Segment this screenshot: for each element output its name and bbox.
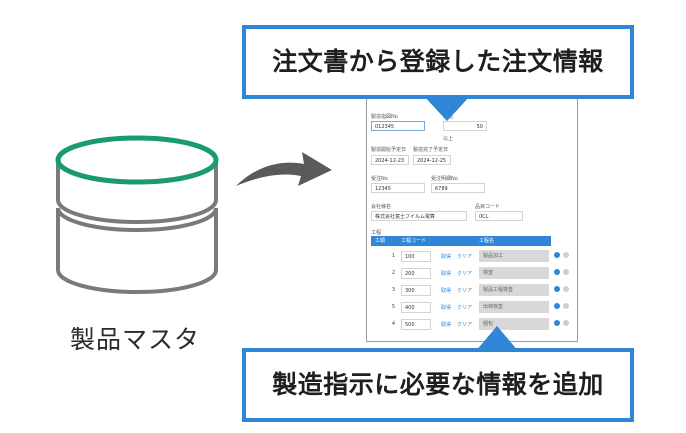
manufacture-qty-input[interactable]: 50 — [443, 121, 487, 131]
order-no-input[interactable]: 12345 — [371, 183, 425, 193]
callout-bottom-pointer — [475, 326, 519, 352]
add-row-icon[interactable] — [554, 269, 560, 275]
process-row: 5 400 取得 クリア 出荷検査 — [371, 301, 571, 315]
start-date-input[interactable]: 2024-12-23 — [371, 155, 409, 165]
row-name: 検査 — [479, 267, 549, 279]
callout-top-pointer — [423, 95, 471, 121]
process-row: 4 500 取得 クリア 梱包 — [371, 318, 571, 332]
row-no: 5 — [391, 304, 395, 310]
end-date-input[interactable]: 2024-12-25 — [413, 155, 451, 165]
row-code-input[interactable]: 300 — [401, 285, 431, 296]
callout-bottom: 製造指示に必要な情報を追加 — [242, 348, 634, 422]
add-row-icon[interactable] — [554, 286, 560, 292]
order-detail-no-input[interactable]: 6789 — [431, 183, 485, 193]
row-select-link[interactable]: 取得 — [441, 305, 452, 311]
row-name: 出荷検査 — [479, 301, 549, 313]
row-clear-link[interactable]: クリア — [457, 305, 473, 311]
process-table-header: 工順 工程コード 工程名 — [371, 236, 551, 246]
row-no: 3 — [391, 287, 395, 293]
remove-row-icon[interactable] — [563, 320, 569, 326]
header-name: 工程名 — [479, 238, 495, 244]
row-no: 4 — [391, 321, 395, 327]
process-row: 3 300 取得 クリア 製品工程検査 — [371, 284, 571, 298]
row-select-link[interactable]: 取得 — [441, 254, 452, 260]
row-code-input[interactable]: 200 — [401, 268, 431, 279]
order-form: 製造指図No 012345 製造 50 以上 製造開始予定日 2024-12-2… — [366, 98, 578, 342]
process-title: 工程 — [371, 230, 382, 236]
add-row-icon[interactable] — [554, 303, 560, 309]
customer-label: 会社様名 — [371, 204, 392, 210]
row-select-link[interactable]: 取得 — [441, 271, 452, 277]
remove-row-icon[interactable] — [563, 286, 569, 292]
row-name: 製品工程検査 — [479, 284, 549, 296]
row-code-input[interactable]: 400 — [401, 302, 431, 313]
curved-arrow-icon — [236, 152, 332, 186]
row-clear-link[interactable]: クリア — [457, 254, 473, 260]
row-name: 製品加工 — [479, 250, 549, 262]
row-clear-link[interactable]: クリア — [457, 271, 473, 277]
start-date-label: 製造開始予定日 — [371, 147, 407, 153]
product-code-input[interactable]: 0CL — [475, 211, 523, 221]
database-icon — [55, 135, 219, 294]
row-code-input[interactable]: 500 — [401, 319, 431, 330]
manufacture-no-label: 製造指図No — [371, 114, 398, 120]
row-code-input[interactable]: 100 — [401, 251, 431, 262]
row-clear-link[interactable]: クリア — [457, 322, 473, 328]
header-code: 工程コード — [401, 238, 427, 244]
add-row-icon[interactable] — [554, 252, 560, 258]
row-no: 1 — [391, 253, 395, 259]
order-no-label: 受注No — [371, 176, 388, 182]
callout-top: 注文書から登録した注文情報 — [242, 25, 634, 99]
process-row: 1 100 取得 クリア 製品加工 — [371, 250, 571, 264]
end-date-label: 製造完了予定日 — [413, 147, 449, 153]
remove-row-icon[interactable] — [563, 303, 569, 309]
database-label: 製品マスタ — [69, 325, 200, 354]
row-select-link[interactable]: 取得 — [441, 288, 452, 294]
row-clear-link[interactable]: クリア — [457, 288, 473, 294]
process-row: 2 200 取得 クリア 検査 — [371, 267, 571, 281]
row-no: 2 — [391, 270, 395, 276]
qty-note: 以上 — [443, 136, 454, 142]
customer-input[interactable]: 株式会社富士フイルム電算 — [371, 211, 467, 221]
remove-row-icon[interactable] — [563, 269, 569, 275]
order-detail-no-label: 受注明細No — [431, 176, 458, 182]
add-row-icon[interactable] — [554, 320, 560, 326]
header-order: 工順 — [375, 238, 386, 244]
product-code-label: 品目コード — [475, 204, 501, 210]
manufacture-no-input[interactable]: 012345 — [371, 121, 425, 131]
remove-row-icon[interactable] — [563, 252, 569, 258]
row-select-link[interactable]: 取得 — [441, 322, 452, 328]
